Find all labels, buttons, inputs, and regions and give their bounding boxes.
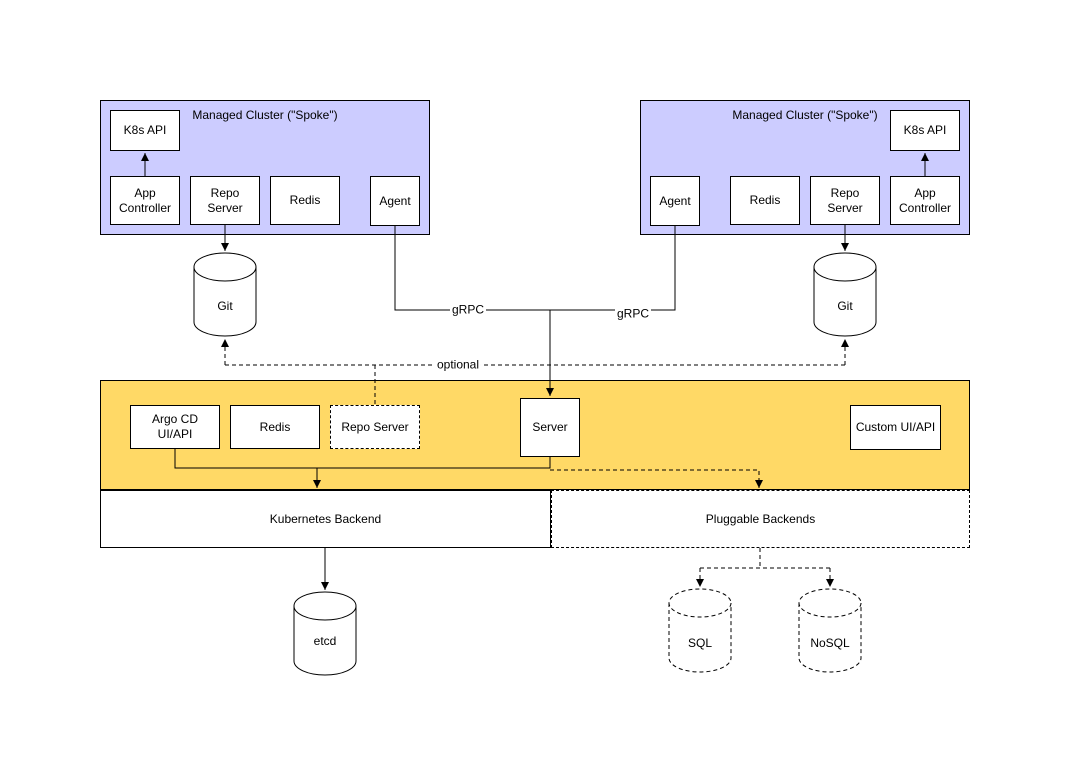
pluggable-backends-box: Pluggable Backends bbox=[551, 490, 970, 548]
managed-cluster-right-title: Managed Cluster ("Spoke") bbox=[732, 108, 878, 122]
git-left-cylinder bbox=[193, 252, 257, 337]
node-left-agent: Agent bbox=[370, 176, 420, 226]
node-left-app-controller: App Controller bbox=[110, 176, 180, 225]
pluggable-backends-label: Pluggable Backends bbox=[705, 512, 816, 526]
node-right-app-controller: App Controller bbox=[890, 176, 960, 225]
optional-label: optional bbox=[434, 357, 482, 372]
nosql-cylinder bbox=[798, 588, 862, 673]
node-right-agent: Agent bbox=[650, 176, 700, 226]
node-right-redis: Redis bbox=[730, 176, 800, 225]
edge-agents-grpc-bus bbox=[394, 226, 676, 311]
node-argocd-ui-api: Argo CD UI/API bbox=[130, 405, 220, 449]
node-right-k8s-api: K8s API bbox=[890, 110, 960, 151]
nosql-label: NoSQL bbox=[810, 636, 850, 650]
node-left-k8s-api: K8s API bbox=[110, 110, 180, 151]
node-left-repo-server: Repo Server bbox=[190, 176, 260, 225]
node-center-repo-server: Repo Server bbox=[330, 405, 420, 449]
grpc-right-label: gRPC bbox=[614, 306, 652, 321]
git-right-cylinder bbox=[813, 252, 877, 337]
managed-cluster-left-title: Managed Cluster ("Spoke") bbox=[192, 108, 338, 122]
kubernetes-backend-box: Kubernetes Backend bbox=[100, 490, 551, 548]
git-right-label: Git bbox=[837, 299, 853, 313]
node-right-repo-server: Repo Server bbox=[810, 176, 880, 225]
git-left-label: Git bbox=[217, 299, 233, 313]
kubernetes-backend-label: Kubernetes Backend bbox=[269, 512, 382, 526]
sql-cylinder bbox=[668, 588, 732, 673]
etcd-label: etcd bbox=[313, 634, 337, 648]
node-left-redis: Redis bbox=[270, 176, 340, 225]
grpc-left-label: gRPC bbox=[449, 302, 487, 317]
node-center-redis: Redis bbox=[230, 405, 320, 449]
sql-label: SQL bbox=[687, 636, 713, 650]
node-custom-ui-api: Custom UI/API bbox=[850, 405, 941, 450]
node-server: Server bbox=[520, 398, 580, 457]
